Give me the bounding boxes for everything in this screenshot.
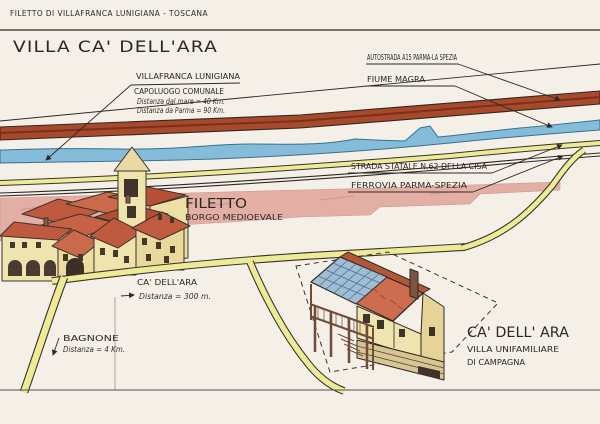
connector-road xyxy=(461,148,586,251)
label-distanza-mare: Distanza dal mare = 40 Km. xyxy=(137,97,225,106)
map-title: VILLA CA' DELL'ARA xyxy=(13,37,218,56)
roads xyxy=(19,147,587,395)
village-road xyxy=(51,244,466,284)
arcade-arches xyxy=(8,260,56,276)
mountain-ridge-line xyxy=(0,63,600,122)
label-villa-type2: DI CAMPAGNA xyxy=(467,358,526,367)
label-fiume-magra: FIUME MAGRA xyxy=(367,75,426,84)
villa-stairs xyxy=(337,333,364,357)
label-bagnone: BAGNONE xyxy=(63,334,119,343)
village-roof xyxy=(0,221,73,241)
label-distanza-parma: Distanza da Parma = 90 Km. xyxy=(137,106,225,115)
road-to-villa xyxy=(247,260,345,394)
villa-illustration xyxy=(309,251,445,381)
leader-villafranca xyxy=(45,84,132,161)
garage-opening xyxy=(418,366,440,379)
river-band xyxy=(0,119,600,164)
villa-windows xyxy=(363,314,435,337)
arrow-icon-distance-300 xyxy=(120,292,135,299)
location-line: FILETTO DI VILLAFRANCA LUNIGIANA - TOSCA… xyxy=(10,9,208,18)
road-to-bagnone xyxy=(20,275,68,394)
chimney xyxy=(43,217,49,227)
label-filetto: FILETTO xyxy=(185,197,247,212)
village-roof xyxy=(131,211,191,241)
plot-boundary xyxy=(295,251,499,373)
label-ferrovia: FERROVIA PARMA-SPEZIA xyxy=(351,181,468,190)
villa-chimney xyxy=(409,268,419,300)
leader-ferrovia xyxy=(472,155,564,193)
leader-autostrada xyxy=(457,63,561,102)
leader-lines xyxy=(45,63,564,356)
label-capoluogo: CAPOLUOGO COMUNALE xyxy=(134,87,224,96)
label-strada-statale: STRADA STATALE N.62 DELLA CISA xyxy=(351,162,488,171)
arrow-icon-bagnone xyxy=(51,337,60,356)
railway-line xyxy=(0,152,600,197)
label-villa-type1: VILLA UNIFAMILIARE xyxy=(467,345,559,354)
label-distanza-300: Distanza = 300 m. xyxy=(139,292,211,301)
label-autostrada: AUTOSTRADA A15 PARMA-LA SPEZIA xyxy=(367,53,457,62)
label-ca-dellara-path: CA' DELL'ARA xyxy=(137,278,198,287)
chimney xyxy=(125,194,131,204)
villa-pergola xyxy=(309,284,375,370)
leader-strada xyxy=(491,144,563,174)
village-windows xyxy=(10,214,175,263)
villafranca-underline xyxy=(130,82,241,86)
state-road-line xyxy=(0,140,600,186)
roof-tile-texture xyxy=(371,287,404,310)
solar-panel-grid xyxy=(317,259,381,301)
leader-fiume xyxy=(454,85,553,128)
village-illustration xyxy=(0,146,191,282)
label-borgo-medioevale: BORGO MEDIOEVALE xyxy=(185,213,283,222)
label-villa-name: CA' DELL' ARA xyxy=(467,325,569,341)
label-distanza-bagnone: Distanza = 4 Km. xyxy=(63,345,125,354)
label-villafranca: VILLAFRANCA LUNIGIANA xyxy=(136,72,241,81)
